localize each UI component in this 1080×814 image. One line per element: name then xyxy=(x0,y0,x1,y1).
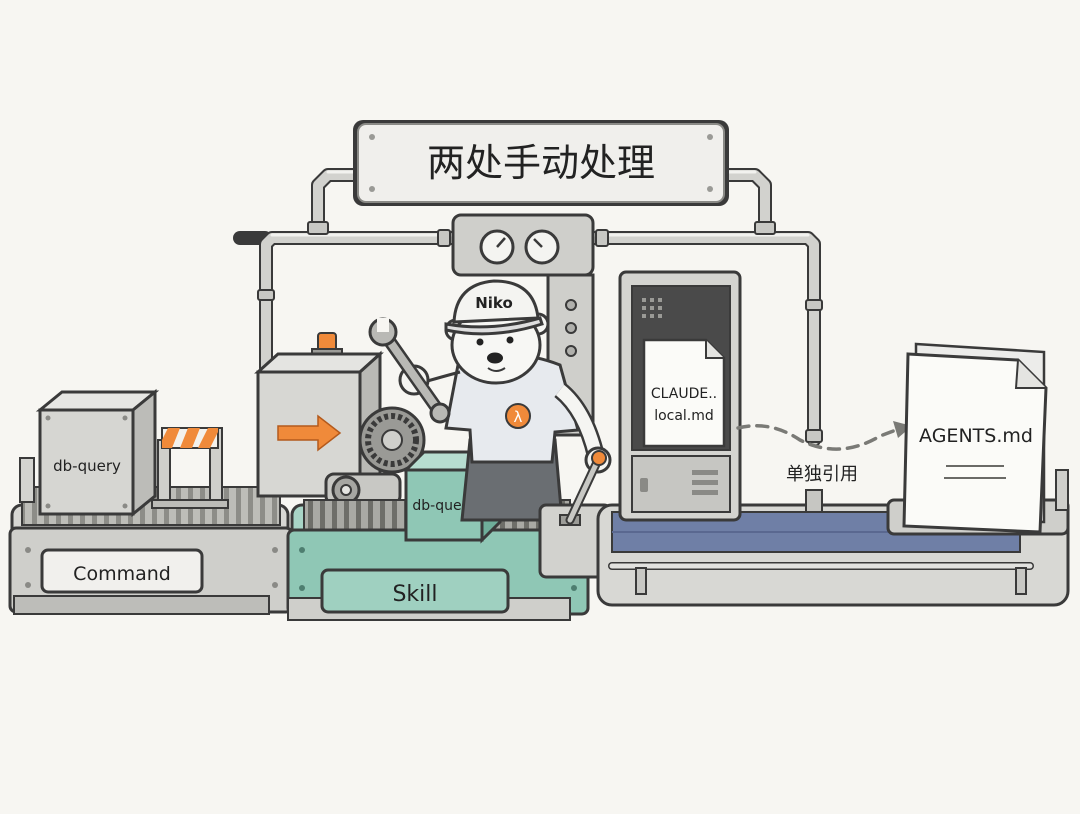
reference-post xyxy=(805,489,823,513)
mascot-badge-text: λ xyxy=(514,408,523,426)
mascot-cap-text: Niko xyxy=(475,294,513,312)
title-sign: 两处手动处理 xyxy=(353,120,729,206)
reference-arrow xyxy=(736,421,912,451)
polar-bear-mascot: λ Niko xyxy=(398,279,612,522)
agents-doc: AGENTS.md xyxy=(886,342,1070,536)
wrench-icon xyxy=(368,317,451,424)
pipe-system xyxy=(233,168,823,447)
command-conveyor: Command xyxy=(8,457,294,615)
barrier-gate xyxy=(151,427,229,509)
command-label-plate xyxy=(40,548,204,594)
lambda-badge-icon xyxy=(505,403,531,429)
skill-label-plate xyxy=(320,568,510,614)
skill-label: Skill xyxy=(392,582,437,607)
claude-local-doc: CLAUDE.. local.md xyxy=(642,338,726,448)
claude-doc-line1: CLAUDE.. xyxy=(651,386,717,402)
control-lever xyxy=(538,450,612,579)
db-query-crate-left: db-query xyxy=(35,388,160,518)
agents-doc-label: AGENTS.md xyxy=(919,425,1033,447)
reference-label: 单独引用 xyxy=(786,464,858,485)
crate-teal-label: db-query xyxy=(412,498,475,514)
arrow-right-icon xyxy=(277,414,342,452)
crate-left-label: db-query xyxy=(53,457,121,475)
command-label: Command xyxy=(73,563,171,585)
claude-doc-line2: local.md xyxy=(654,408,714,424)
title-sign-text: 两处手动处理 xyxy=(427,141,655,185)
